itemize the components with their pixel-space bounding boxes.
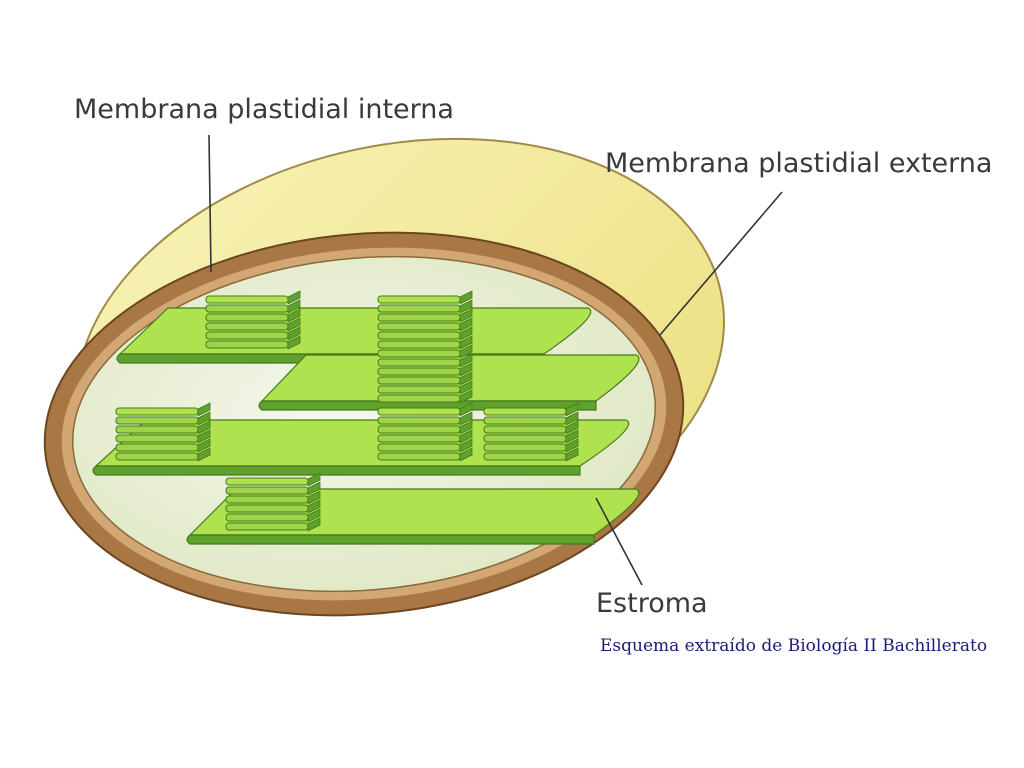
granum	[483, 402, 579, 462]
source-credit: Esquema extraído de Biología II Bachille…	[600, 636, 987, 656]
stroma-label: Estroma	[596, 588, 708, 619]
granum	[225, 472, 321, 532]
granum	[115, 402, 211, 462]
outer-membrane-leader	[659, 191, 783, 336]
outer-membrane-label: Membrana plastidial externa	[605, 148, 992, 179]
inner-membrane-leader	[208, 134, 212, 273]
grana-stacks	[115, 290, 579, 532]
granum	[377, 402, 473, 462]
granum	[377, 290, 473, 404]
stroma-leader	[595, 497, 643, 586]
granum	[205, 290, 301, 350]
inner-membrane-label: Membrana plastidial interna	[74, 94, 454, 125]
